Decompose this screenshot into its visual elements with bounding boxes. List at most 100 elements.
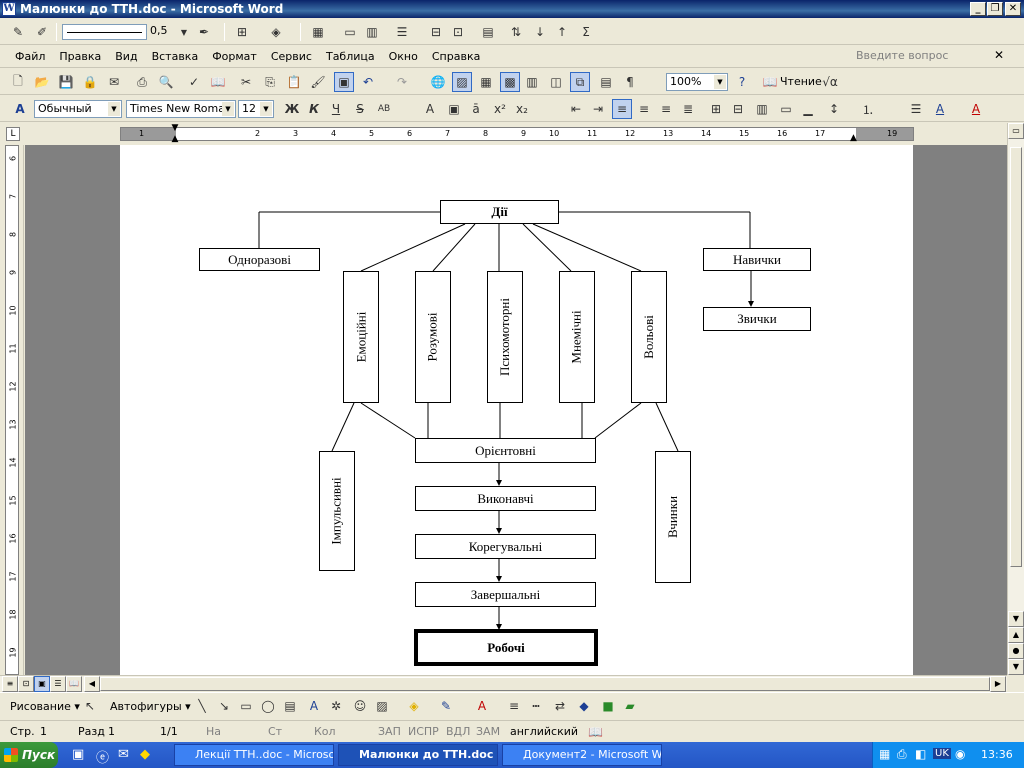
insert-table-icon[interactable]: ▦ (312, 25, 324, 39)
redo-icon[interactable]: ↷ (396, 75, 408, 89)
border-color-icon[interactable]: ✒ (198, 25, 210, 39)
insert-excel-icon[interactable]: ▩ (500, 72, 520, 92)
menu-edit[interactable]: Правка (59, 50, 102, 63)
horizontal-scroll-thumb[interactable] (100, 677, 990, 691)
numbering-icon[interactable]: ⒈ (861, 102, 874, 117)
taskbar-item-document2[interactable]: Документ2 - Microsoft W... (502, 744, 662, 766)
horizontal-ruler[interactable]: L 1 2 3 4 5 6 7 8 9 10 11 12 13 14 15 16… (0, 123, 1024, 145)
sort-descending-icon[interactable]: ↑ (556, 25, 568, 39)
executive-node[interactable]: Виконавчі (415, 486, 596, 511)
subscript-icon[interactable]: x₂ (516, 102, 528, 116)
highlight-icon[interactable]: A (935, 102, 945, 116)
scroll-down-icon[interactable]: ▼ (1008, 611, 1024, 627)
smallcaps-icon[interactable]: AB (377, 104, 391, 114)
align-center-icon[interactable]: ≡ (638, 102, 650, 116)
fill-color-icon[interactable]: ◈ (409, 699, 419, 713)
font-size-dropdown[interactable]: 12▼ (238, 100, 274, 118)
bullets-icon[interactable]: ☰ (910, 102, 922, 116)
horizontal-scrollbar[interactable]: ≡ ⊡ ▣ ☰ 📖 ◀ ▶ (0, 675, 1007, 692)
underline-button[interactable]: Ч (331, 102, 341, 116)
outline-view-icon[interactable]: ☰ (50, 676, 66, 692)
save-icon[interactable]: 💾 (58, 75, 74, 89)
browse-object-icon[interactable]: ● (1008, 643, 1024, 659)
quicklaunch-icon[interactable]: ◆ (140, 747, 150, 762)
menu-table[interactable]: Таблица (325, 50, 375, 63)
extend-indicator[interactable]: ВДЛ (446, 725, 471, 738)
skills-node[interactable]: Навички (703, 248, 811, 271)
line-style-dropdown[interactable] (62, 24, 147, 40)
clipboard-icon[interactable]: ▣ (334, 72, 354, 92)
distribute-columns-icon[interactable]: ⊡ (452, 25, 464, 39)
border-bottom-icon[interactable]: ▁ (803, 102, 813, 116)
oval-tool-icon[interactable]: ◯ (261, 699, 275, 713)
document-map-icon[interactable]: ⧉ (570, 72, 590, 92)
print-preview-icon[interactable]: 🔍 (158, 75, 174, 89)
maximize-button[interactable]: ❐ (987, 2, 1003, 16)
root-node[interactable]: Дії (440, 200, 559, 224)
spelling-icon[interactable]: ✓ (188, 75, 200, 89)
mental-node[interactable]: Розумові (415, 271, 451, 403)
superscript-icon[interactable]: x² (494, 102, 506, 116)
shading-color-icon[interactable]: ◈ (271, 25, 281, 39)
autosum-icon[interactable]: Σ (582, 25, 590, 39)
hyperlink-icon[interactable]: 🌐 (430, 75, 446, 89)
draw-table-icon[interactable]: ✎ (12, 25, 24, 39)
close-doc-icon[interactable]: ✕ (994, 48, 1005, 62)
email-icon[interactable]: ✉ (108, 75, 120, 89)
open-folder-icon[interactable]: 📂 (34, 75, 50, 89)
outlook-icon[interactable]: ✉ (118, 747, 129, 762)
zoom-dropdown[interactable]: 100%▼ (666, 73, 728, 91)
chevron-down-icon[interactable]: ▼ (180, 27, 188, 37)
style-dropdown[interactable]: Обычный▼ (34, 100, 122, 118)
font-color-draw-icon[interactable]: A (477, 699, 487, 713)
vertical-scrollbar[interactable]: ▭ ▼ ▲ ● ▼ (1007, 123, 1024, 675)
spelling-status-icon[interactable]: 📖 (588, 725, 603, 739)
sort-ascending-icon[interactable]: ↓ (534, 25, 546, 39)
web-view-icon[interactable]: ⊡ (18, 676, 34, 692)
word-app-icon[interactable]: W (2, 2, 16, 16)
align-right-icon[interactable]: ≡ (660, 102, 672, 116)
help-icon[interactable]: ? (738, 75, 746, 89)
insert-table-std-icon[interactable]: ▦ (480, 75, 492, 89)
scroll-thumb[interactable] (1010, 147, 1022, 567)
columns-format-icon[interactable]: ▥ (756, 102, 768, 116)
reading-view-icon[interactable]: 📖 (66, 676, 82, 692)
table-grid-icon[interactable]: ⊟ (732, 102, 744, 116)
prev-page-icon[interactable]: ▲ (1008, 627, 1024, 643)
decrease-indent-icon[interactable]: ⇤ (570, 102, 582, 116)
borders-icon[interactable]: ⊞ (236, 25, 248, 39)
psychomotor-node[interactable]: Психомоторні (487, 271, 523, 403)
menu-view[interactable]: Вид (115, 50, 138, 63)
ruler-toggle-icon[interactable]: ▭ (1008, 123, 1024, 139)
distribute-rows-icon[interactable]: ⊟ (430, 25, 442, 39)
arrow-style-icon[interactable]: ⇄ (554, 699, 566, 713)
menu-file[interactable]: Файл (15, 50, 46, 63)
printer-tray-icon[interactable]: ⎙ (897, 747, 907, 761)
cut-icon[interactable]: ✂ (240, 75, 252, 89)
habits-node[interactable]: Звички (703, 307, 811, 331)
equation-icon[interactable]: √α (822, 75, 838, 89)
menu-format[interactable]: Формат (212, 50, 257, 63)
rectangle-tool-icon[interactable]: ▭ (240, 699, 252, 713)
new-document-icon[interactable]: 🗋 (13, 73, 23, 88)
select-pointer-icon[interactable]: ↖ (84, 699, 96, 713)
one-time-node[interactable]: Одноразові (199, 248, 320, 271)
autoshapes-menu-button[interactable]: Автофигуры ▾ (110, 700, 191, 713)
research-icon[interactable]: 📖 (210, 75, 226, 89)
antivirus-icon[interactable]: ◉ (955, 747, 966, 761)
print-layout-icon[interactable]: ▣ (34, 676, 50, 692)
internet-explorer-icon[interactable]: ⓔ (96, 751, 110, 766)
right-indent-marker-icon[interactable]: ▲ (850, 133, 857, 143)
thumbnails-icon[interactable]: ▤ (600, 75, 612, 89)
impulsive-node[interactable]: Імпульсивні (319, 451, 355, 571)
wordart-icon[interactable]: A (309, 699, 319, 713)
draw-menu-button[interactable]: Рисование ▾ (10, 700, 80, 713)
line-tool-icon[interactable]: ╲ (198, 699, 206, 713)
scroll-right-icon[interactable]: ▶ (990, 676, 1006, 692)
italic-button[interactable]: К (309, 102, 319, 116)
3d-icon[interactable]: ■ (602, 699, 614, 713)
corrective-node[interactable]: Корегувальні (415, 534, 596, 559)
indent-marker-icon[interactable]: ▼▲ (171, 123, 179, 144)
border-box-icon[interactable]: ▭ (780, 102, 792, 116)
align-left-icon[interactable]: ≡ (612, 99, 632, 119)
